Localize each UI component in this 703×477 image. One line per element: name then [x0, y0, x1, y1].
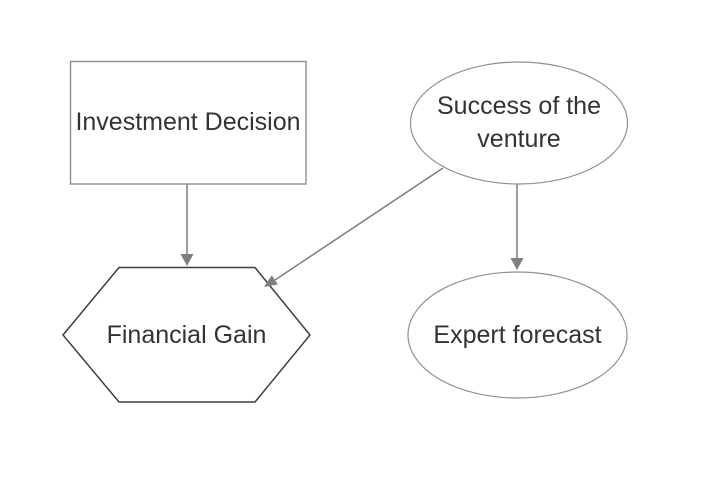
expert-forecast-shape[interactable] [407, 271, 628, 399]
edge-investment-to-financial-arrowhead-icon [180, 254, 194, 266]
success-of-the-venture-shape[interactable] [409, 61, 629, 185]
edge-success-to-expert-arrowhead-icon [510, 258, 524, 270]
edge-success-to-financial-arrowhead-icon [264, 275, 278, 287]
financial-gain-shape[interactable] [62, 266, 311, 403]
investment-decision-shape[interactable] [69, 60, 307, 185]
edge-success-to-financial[interactable] [274, 167, 444, 281]
